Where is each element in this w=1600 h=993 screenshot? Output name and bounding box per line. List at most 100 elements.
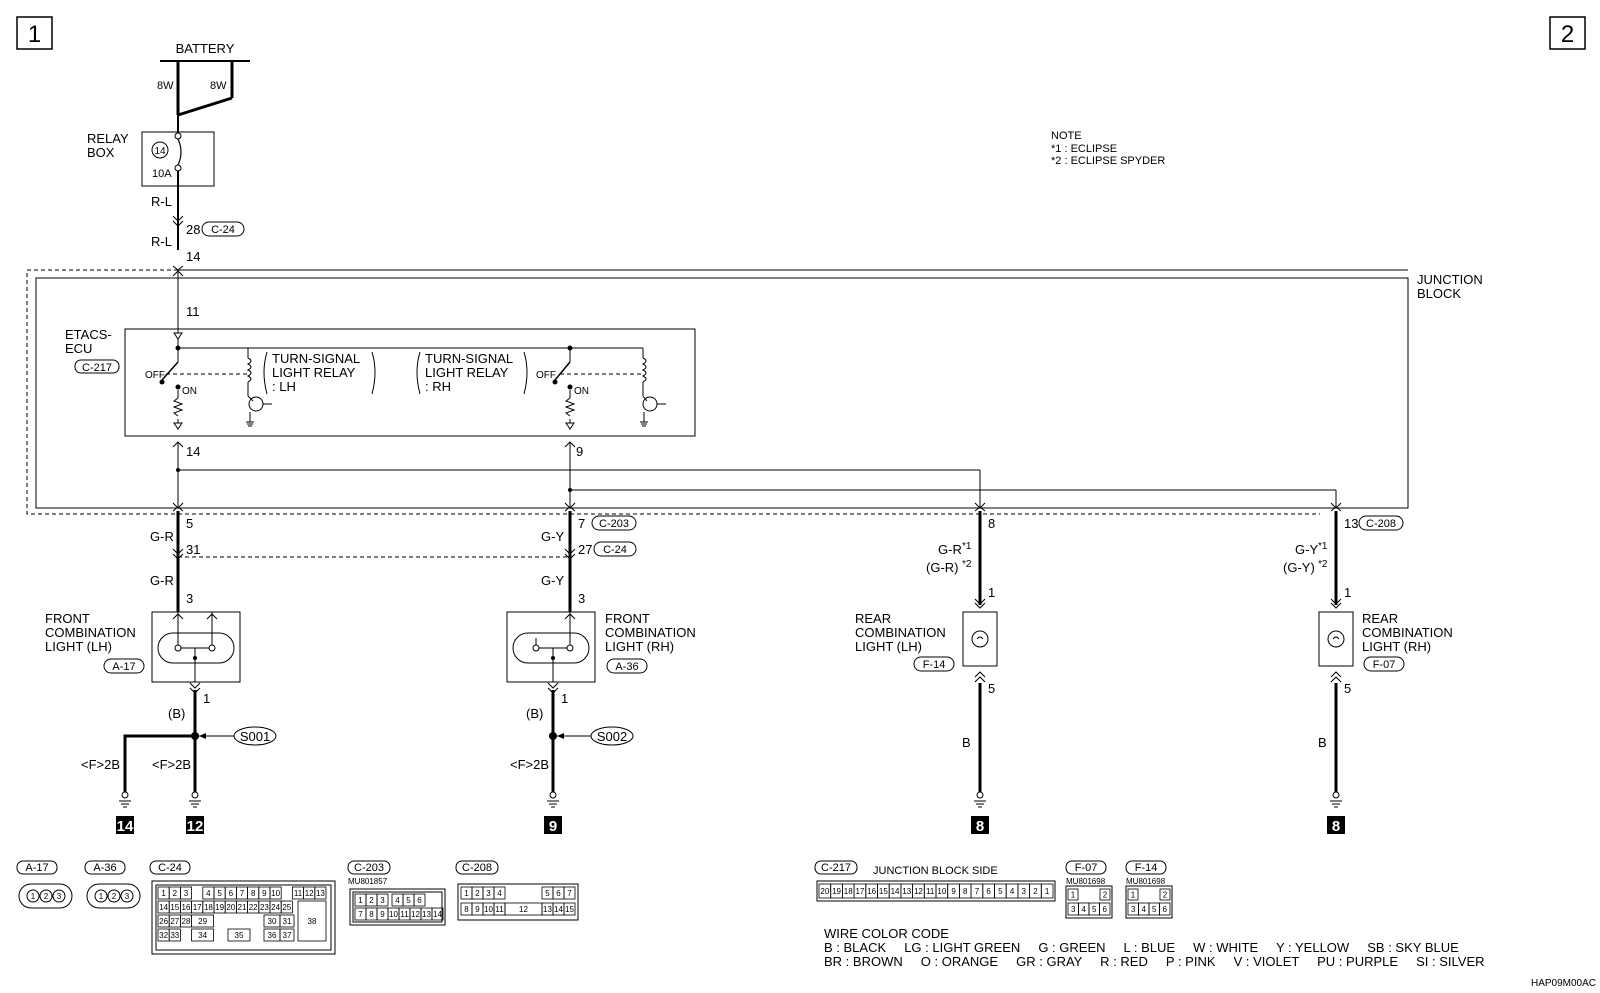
c217-pin-label: 18 xyxy=(844,887,853,896)
c24-pin-label: 26 xyxy=(159,917,168,926)
c203-pin xyxy=(413,893,426,907)
c24-pin-label: 11 xyxy=(294,889,303,898)
c217-pin-label: 16 xyxy=(867,887,876,896)
c24-pin-label: 2 xyxy=(173,889,178,898)
svg-text:: RH: : RH xyxy=(425,379,451,394)
svg-text:G-Y: G-Y xyxy=(541,573,564,588)
f-pin-label: 5 xyxy=(1092,905,1097,914)
svg-text:<F>2B: <F>2B xyxy=(510,757,549,772)
c24-pin-label: 32 xyxy=(159,931,168,940)
svg-text:JUNCTION: JUNCTION xyxy=(1417,272,1483,287)
svg-text:ON: ON xyxy=(182,386,197,397)
c203-pin-label: 11 xyxy=(400,910,409,919)
svg-text:14: 14 xyxy=(186,249,200,264)
svg-text:31: 31 xyxy=(186,542,200,557)
svg-text:COMBINATION: COMBINATION xyxy=(45,625,136,640)
c217-pin-label: 8 xyxy=(963,887,968,896)
svg-text:COMBINATION: COMBINATION xyxy=(605,625,696,640)
svg-text:3: 3 xyxy=(125,892,130,901)
c24-pin xyxy=(280,900,293,914)
c203-pin-label: 6 xyxy=(417,896,422,905)
svg-text:OFF: OFF xyxy=(145,370,165,381)
svg-text:LIGHT (LH): LIGHT (LH) xyxy=(45,639,112,654)
svg-text:REAR: REAR xyxy=(855,611,891,626)
svg-text:5: 5 xyxy=(186,516,193,531)
svg-text:8W: 8W xyxy=(210,80,227,92)
svg-text:LIGHT (RH): LIGHT (RH) xyxy=(605,639,674,654)
c208-pin-label: 12 xyxy=(519,905,528,914)
svg-text:1: 1 xyxy=(988,585,995,600)
c24-pin xyxy=(269,886,282,900)
svg-text:9: 9 xyxy=(576,444,583,459)
c217-pin-label: 4 xyxy=(1010,887,1015,896)
svg-text:ETACS-: ETACS- xyxy=(65,327,112,342)
c24-pin-label: 17 xyxy=(193,903,202,912)
svg-text:8: 8 xyxy=(988,516,995,531)
svg-text:A-36: A-36 xyxy=(615,661,638,673)
c24-pin xyxy=(179,886,192,900)
c217-pin-label: 11 xyxy=(926,887,935,896)
page-marker-1: 1 xyxy=(16,16,53,50)
c208-pin-label: 2 xyxy=(475,889,480,898)
svg-text:*1 : ECLIPSE: *1 : ECLIPSE xyxy=(1051,143,1117,155)
svg-text:*2 : ECLIPSE SPYDER: *2 : ECLIPSE SPYDER xyxy=(1051,155,1165,167)
c208-pin xyxy=(563,902,576,916)
svg-text:TURN-SIGNAL: TURN-SIGNAL xyxy=(425,351,513,366)
svg-text:F-14: F-14 xyxy=(1135,862,1158,874)
svg-text:11: 11 xyxy=(186,304,200,319)
svg-text:NOTE: NOTE xyxy=(1051,130,1082,142)
svg-text:C-217: C-217 xyxy=(821,862,851,874)
svg-text:3: 3 xyxy=(57,892,62,901)
svg-text:1: 1 xyxy=(561,691,568,706)
c24-pin-label: 5 xyxy=(217,889,222,898)
page-marker-2: 2 xyxy=(1549,16,1586,50)
c203-pin-label: 13 xyxy=(422,910,431,919)
svg-text:5: 5 xyxy=(988,681,995,696)
c217-pin-label: 19 xyxy=(832,887,841,896)
svg-text:BOX: BOX xyxy=(87,145,115,160)
svg-text:G-R: G-R xyxy=(150,529,174,544)
c203-pin-label: 9 xyxy=(380,910,385,919)
c217-pin-label: 3 xyxy=(1022,887,1027,896)
svg-text:2: 2 xyxy=(44,892,49,901)
svg-text:A-17: A-17 xyxy=(112,661,135,673)
c24-pin xyxy=(168,928,181,942)
svg-text:*1: *1 xyxy=(1318,541,1328,552)
svg-text:R-L: R-L xyxy=(151,234,172,249)
svg-text:2: 2 xyxy=(112,892,117,901)
svg-text:C-203: C-203 xyxy=(599,518,629,530)
svg-text:9: 9 xyxy=(549,818,557,835)
c217-pin-label: 9 xyxy=(951,887,956,896)
c24-pin-label: 8 xyxy=(251,889,256,898)
svg-text:14: 14 xyxy=(154,146,166,157)
svg-text:1: 1 xyxy=(203,691,210,706)
svg-text:10A: 10A xyxy=(152,168,172,180)
svg-text:5: 5 xyxy=(1344,681,1351,696)
svg-text:G-R: G-R xyxy=(150,573,174,588)
svg-text:<F>2B: <F>2B xyxy=(152,757,191,772)
svg-text:*2: *2 xyxy=(962,559,972,570)
splice-s002: S002 xyxy=(557,726,634,746)
c24-pin-label: 20 xyxy=(226,903,235,912)
c24-pin-label: 9 xyxy=(262,889,267,898)
c24-pin xyxy=(227,928,251,942)
svg-text:: LH: : LH xyxy=(272,379,296,394)
c24-pin xyxy=(279,914,295,928)
svg-text:C-203: C-203 xyxy=(354,862,384,874)
c24-pin xyxy=(297,900,327,942)
svg-text:G-R: G-R xyxy=(938,542,962,557)
c217-pin-label: 2 xyxy=(1033,887,1038,896)
svg-text:FRONT: FRONT xyxy=(605,611,650,626)
c208-pin-label: 8 xyxy=(464,905,469,914)
c208-pin xyxy=(493,886,506,900)
svg-text:F-14: F-14 xyxy=(923,659,946,671)
c217-pin-label: 14 xyxy=(891,887,900,896)
svg-text:28: 28 xyxy=(186,222,200,237)
svg-text:REAR: REAR xyxy=(1362,611,1398,626)
diagram-id: HAP09M00AC xyxy=(1531,978,1596,989)
svg-text:MU801698: MU801698 xyxy=(1126,877,1166,886)
c208-pin-label: 6 xyxy=(556,889,561,898)
c24-pin-label: 34 xyxy=(198,931,207,940)
c203-pin xyxy=(431,907,444,921)
svg-text:(B): (B) xyxy=(526,706,543,721)
